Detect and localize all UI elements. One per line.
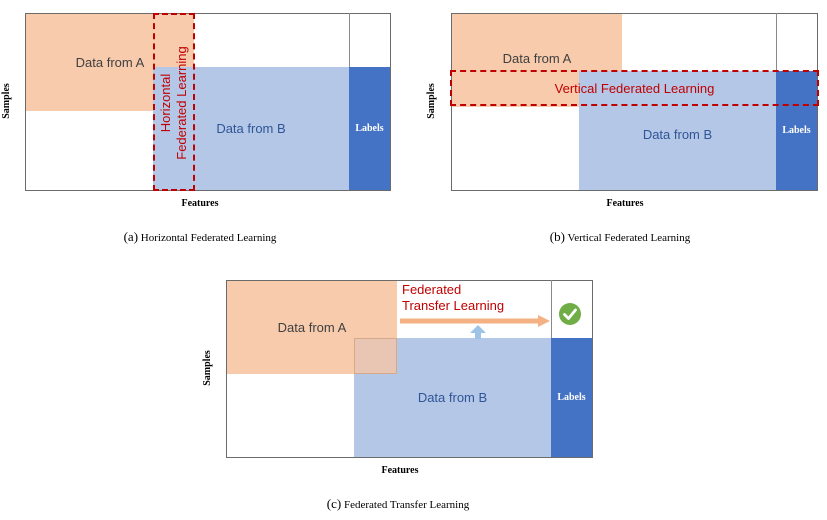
panel-c-transfer-fl-text: Federated Transfer Learning (402, 282, 552, 314)
panel-a-frame (25, 13, 391, 191)
panel-c-x-axis-label: Features (381, 465, 419, 476)
panel-a-horizontal-fl-line1: Horizontal (158, 73, 173, 133)
panel-a-horizontal-fl-line2: Federated Learning (174, 46, 189, 160)
panel-a-caption-text: Horizontal Federated Learning (140, 232, 277, 244)
panel-c-transfer-fl-line2: Transfer Learning (402, 298, 505, 313)
panel-c-data-from-b-label: Data from B (417, 390, 488, 405)
panel-c-overlap-region (354, 338, 397, 374)
panel-a-data-from-b-label: Data from B (216, 121, 286, 136)
panel-c-caption: (c) Federated Transfer Learning (198, 496, 598, 512)
panel-c-caption-text: Federated Transfer Learning (343, 499, 470, 511)
panel-b-vertical-fl-text: Vertical Federated Learning (554, 80, 715, 96)
panel-a-data-from-a-label: Data from A (75, 55, 145, 70)
panel-b-y-axis-label: Samples (426, 83, 437, 119)
panel-a-horizontal-fl-outline (153, 13, 195, 191)
panel-b-labels-text: Labels (782, 125, 811, 136)
panel-b-label-column-line (776, 13, 777, 71)
panel-a-data-from-b: Data from B (153, 67, 349, 190)
panel-c-transfer-fl-line1: Federated (402, 282, 462, 297)
panel-a: Data from A Data from B Labels Horizonta… (0, 0, 410, 250)
panel-c-labels: Labels (551, 338, 592, 457)
panel-a-horizontal-fl-text: Horizontal Federated Learning (157, 33, 191, 173)
panel-a-label-column-line (349, 13, 350, 67)
panel-b-caption-text: Vertical Federated Learning (567, 232, 691, 244)
check-circle-icon (559, 303, 581, 325)
panel-a-x-axis-label: Features (181, 198, 219, 209)
panel-b-vertical-fl-outline: Vertical Federated Learning (450, 70, 819, 106)
panel-b-x-axis-label: Features (606, 198, 644, 209)
panel-c-y-axis-label: Samples (202, 350, 213, 386)
panel-c-caption-marker: (c) (326, 496, 342, 511)
transfer-arrow-head (538, 315, 550, 327)
panel-c-data-from-a-label: Data from A (277, 320, 347, 335)
panel-c-arrows (400, 315, 550, 339)
panel-a-caption: (a) Horizontal Federated Learning (0, 229, 400, 245)
panel-b-labels: Labels (776, 71, 817, 190)
panel-c-data-from-a: Data from A (227, 281, 397, 374)
panel-b-data-from-b-label: Data from B (642, 126, 713, 142)
panel-c-labels-text: Labels (557, 392, 586, 403)
panel-a-caption-marker: (a) (123, 229, 139, 244)
panel-c: Data from B Labels Data from A Federated… (0, 260, 827, 520)
up-arrow-shaft (475, 332, 481, 339)
panel-b: Labels Data from A Data from B Vertical … (420, 0, 827, 250)
panel-a-labels-text: Labels (355, 123, 384, 134)
up-arrow-head (470, 325, 486, 333)
panel-c-frame (226, 280, 593, 458)
panel-a-labels: Labels (349, 67, 390, 190)
panel-b-data-from-a-label: Data from A (502, 50, 572, 66)
panel-c-label-column-line (551, 280, 552, 338)
panel-b-data-from-b (579, 71, 776, 190)
transfer-arrow-shaft (400, 318, 540, 324)
panel-b-caption-marker: (b) (549, 229, 565, 244)
panel-a-y-axis-label: Samples (1, 83, 12, 119)
panel-b-caption: (b) Vertical Federated Learning (420, 229, 820, 245)
